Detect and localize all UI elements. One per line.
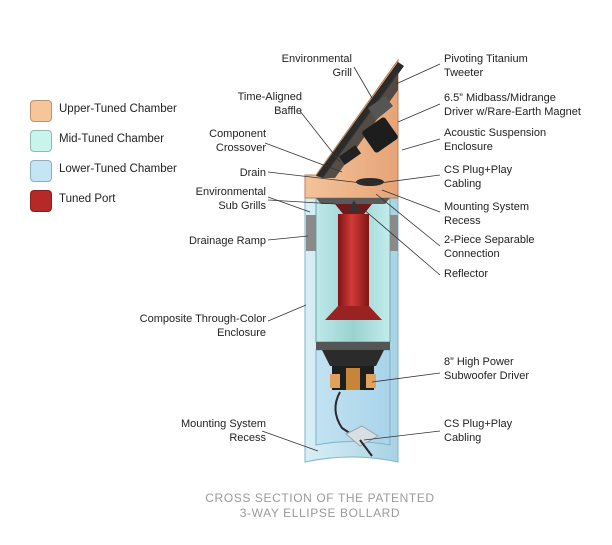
legend-label-mid: Mid-Tuned Chamber [59,133,165,145]
lower-tuned-chamber [315,342,391,457]
label-mounting-recess-right: Mounting System Recess [444,201,529,227]
label-reflector: Reflector [444,268,489,280]
legend-label-lower: Lower-Tuned Chamber [59,163,177,175]
upper-tuned-chamber [304,58,404,199]
label-mounting-recess-left: Mounting System Recess [181,418,266,444]
leader-lines [261,63,441,452]
legend-swatch-mid [30,130,52,152]
label-cs-cabling-lower: CS Plug+Play Cabling [444,418,513,444]
tuned-port [325,200,382,320]
legend-label-port: Tuned Port [59,193,116,205]
legend-swatch-port [30,190,52,212]
label-environmental-grill: Environmental Grill [281,53,352,79]
diagram-caption: CROSS SECTION OF THE PATENTED 3-WAY ELLI… [205,491,435,520]
label-component-crossover: Component Crossover [209,128,266,154]
label-subwoofer-driver: 8” High Power Subwoofer Driver [444,356,529,382]
label-midbass-driver: 6.5” Midbass/Midrange Driver w/Rare-Eart… [444,92,581,118]
label-acoustic-enclosure: Acoustic Suspension Enclosure [444,127,547,153]
legend-swatch-lower [30,160,52,182]
label-environmental-sub-grills: Environmental Sub Grills [195,186,266,212]
label-cs-cabling-upper: CS Plug+Play Cabling [444,164,513,190]
label-time-aligned-baffle: Time-Aligned Baffle [237,91,302,117]
label-separable-connection: 2-Piece Separable Connection [444,234,535,260]
label-drainage-ramp: Drainage Ramp [188,235,266,247]
legend-swatch-upper [30,100,52,122]
label-pivoting-tweeter: Pivoting Titanium Tweeter [444,53,528,79]
legend-label-upper: Upper-Tuned Chamber [59,103,177,115]
label-drain: Drain [239,167,266,179]
label-composite-enclosure: Composite Through-Color Enclosure [139,313,266,339]
